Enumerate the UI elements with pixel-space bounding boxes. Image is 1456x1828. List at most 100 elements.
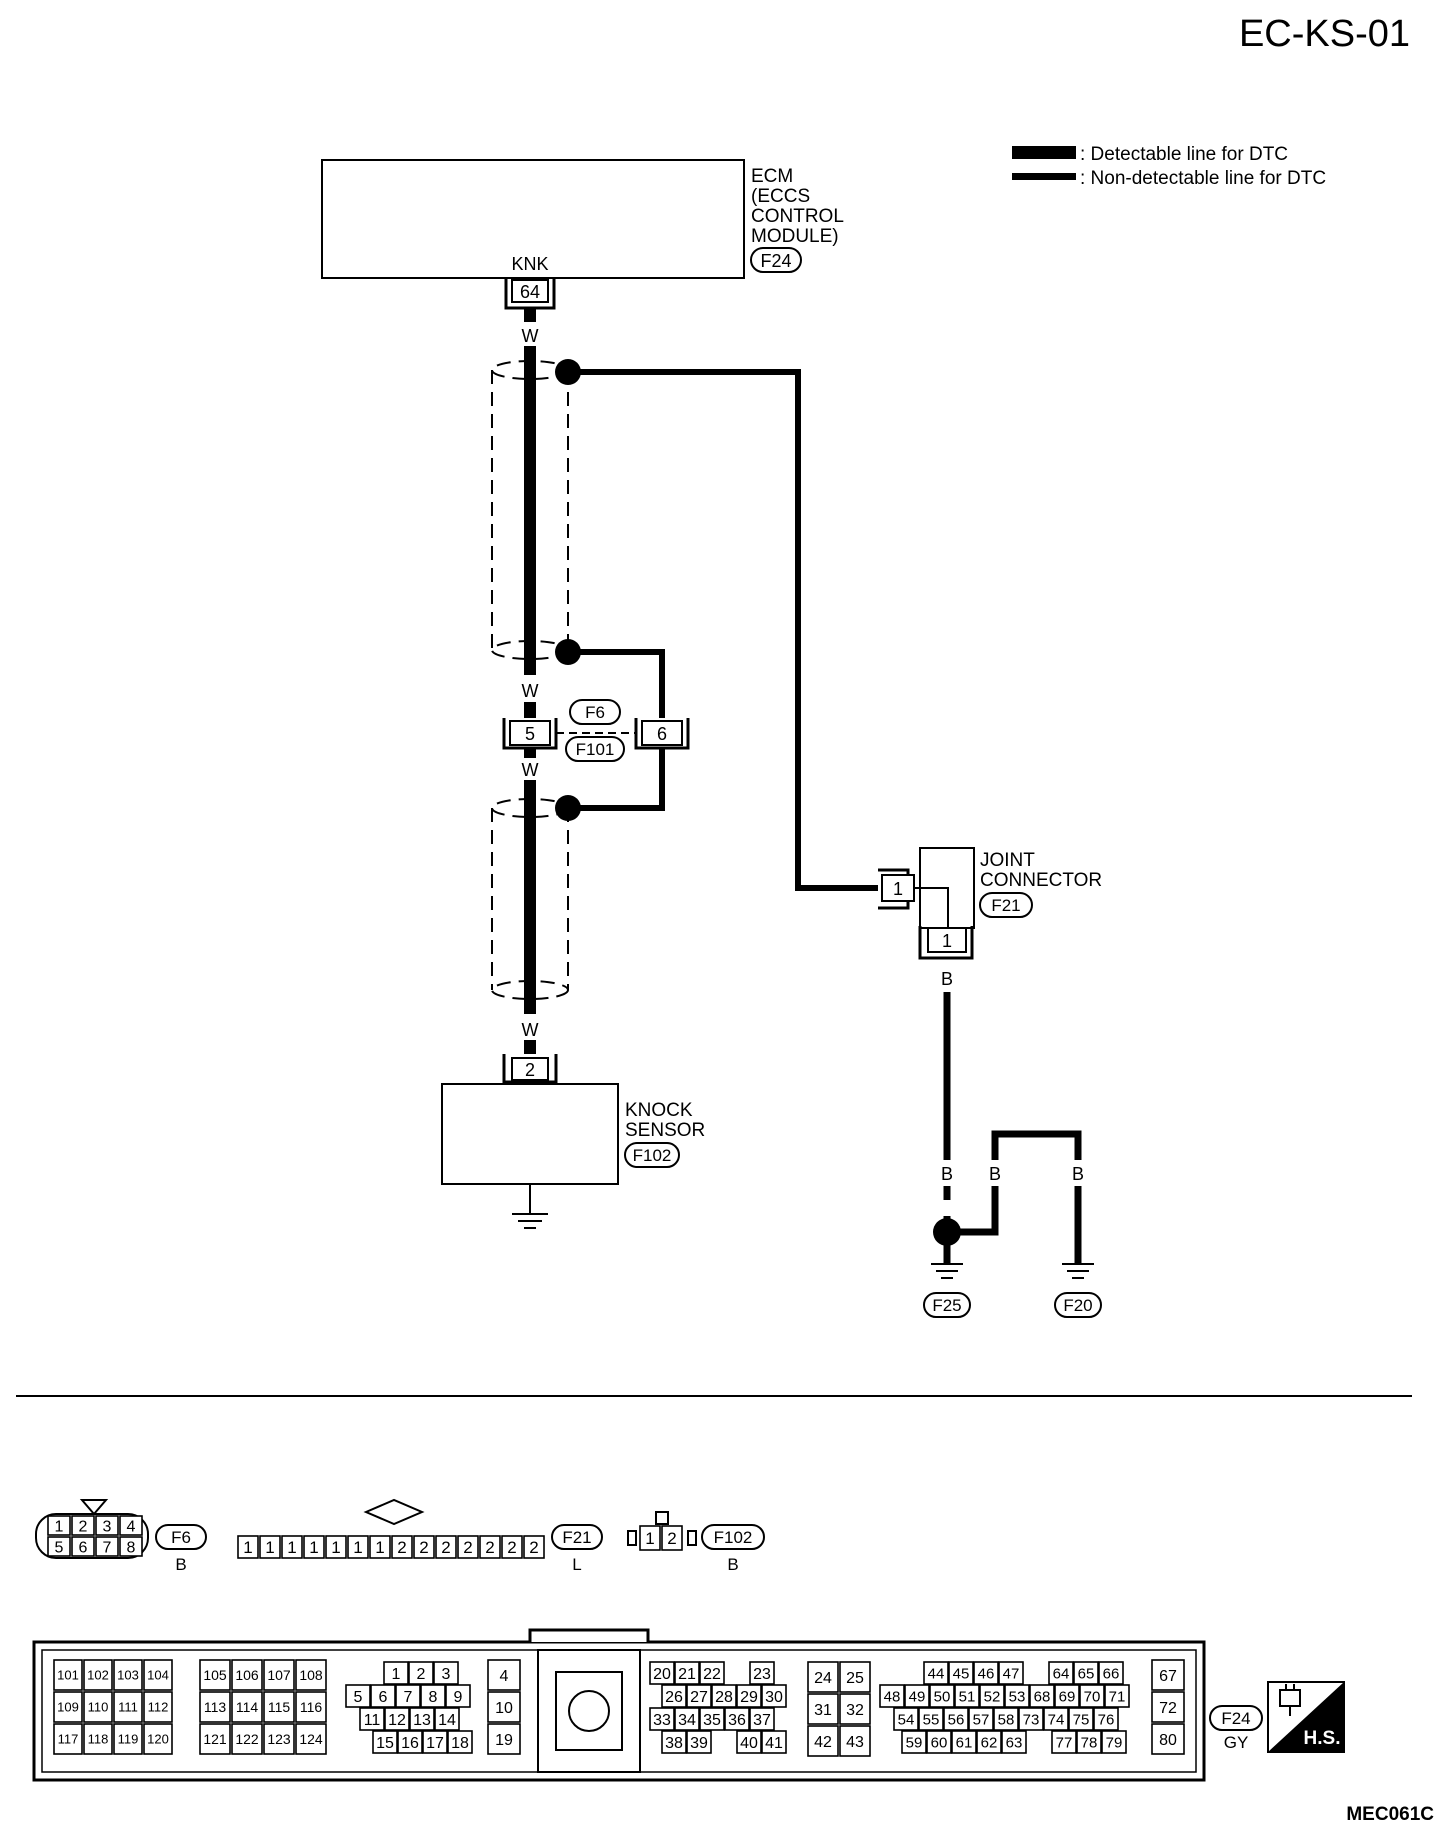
connector-pin-label: 57 [973,1711,990,1728]
knock-sensor: 2 KNOCK SENSOR F102 [441,1054,705,1229]
connector-pin-label: 4 [127,1518,136,1535]
wire-color-w-3: W [522,760,539,780]
connector-pin-label: 3 [103,1518,112,1535]
connector-pin-label: 122 [235,1731,259,1747]
connector-pin-label: 110 [88,1700,109,1715]
connector-pin-label: 60 [931,1734,948,1751]
connector-pin: 122 [231,1723,263,1755]
connector-pin: 47 [998,1661,1024,1685]
connector-pin: 29 [736,1684,762,1708]
connector-pin-label: 115 [268,1699,291,1715]
f102-view-id: F102 [714,1528,753,1547]
connector-pin-label: 21 [678,1666,696,1683]
joint-connector: 1 1 JOINT CONNECTOR F21 [878,847,1102,960]
connector-pin-label: 42 [814,1734,832,1751]
connector-pin: 8 [119,1536,143,1557]
connector-pin-label: 103 [117,1668,139,1683]
connector-pin-label: 64 [1053,1665,1070,1682]
connector-pin: 64 [1048,1661,1074,1685]
connector-pin-label: 1 [265,1538,274,1557]
harness-side-symbol: H.S. [1267,1681,1345,1753]
connector-pin: 16 [397,1730,423,1754]
connector-pin-label: 116 [300,1699,323,1715]
connector-pin-label: 22 [703,1666,721,1683]
connector-pin: 54 [893,1707,919,1731]
connector-pin: 40 [736,1730,762,1754]
connector-pin-label: 4 [500,1668,509,1685]
wrench-icon [1279,1684,1301,1716]
connector-pin-label: 2 [667,1529,676,1548]
connector-pin: 55 [918,1707,944,1731]
connector-pin: 5 [47,1536,71,1557]
connector-pin-label: 2 [79,1518,88,1535]
connector-pin-label: 32 [846,1702,864,1719]
connector-pin-label: 73 [1023,1711,1040,1728]
connector-pin-label: 2 [397,1538,406,1557]
connector-pin: 116 [295,1691,327,1723]
ground-f25: F25 [932,1296,961,1315]
knock-sensor-pin-2: 2 [525,1060,535,1080]
connector-pin: 2 [391,1535,413,1559]
wire-color-b-2: B [941,1164,953,1184]
connector-pin-label: 118 [88,1732,109,1747]
connector-pin-label: 20 [653,1666,671,1683]
connector-pin: 1 [47,1515,71,1536]
connector-pin: 77 [1051,1730,1077,1754]
connector-pin: 43 [839,1725,871,1757]
connector-pin: 24 [807,1661,839,1693]
connector-pin: 71 [1104,1684,1130,1708]
connector-pin: 2 [408,1661,434,1685]
connector-pin-label: 44 [928,1665,945,1682]
connector-pin-label: 51 [959,1688,976,1705]
connector-pin: 107 [263,1659,295,1691]
connector-pin-label: 114 [236,1699,259,1715]
connector-pin-label: 40 [740,1735,758,1752]
connector-pin: 65 [1073,1661,1099,1685]
connector-pin: 6 [71,1536,95,1557]
connector-pin-label: 80 [1159,1732,1177,1749]
connector-pin-label: 54 [898,1711,915,1728]
joint-label-1: JOINT [980,850,1035,871]
connector-pin: 2 [457,1535,479,1559]
connector-pin-label: 3 [442,1666,451,1683]
f102-view-color: B [727,1555,738,1574]
connector-pin: 36 [724,1707,750,1731]
connector-pin-label: 105 [203,1667,227,1683]
shield-drain-wires [578,369,878,891]
connector-pin: 52 [979,1684,1005,1708]
connector-pin: 4 [487,1659,521,1691]
wire-color-b-1: B [941,969,953,989]
connector-pin-label: 58 [998,1711,1015,1728]
connector-pin-label: 124 [299,1731,323,1747]
connector-pin-label: 7 [404,1689,413,1706]
legend: : Detectable line for DTC : Non-detectab… [1012,144,1326,189]
connector-pin: 3 [95,1515,119,1536]
connector-pin: 119 [113,1723,143,1755]
connector-pin: 67 [1151,1659,1185,1691]
connector-pin: 5 [345,1684,371,1708]
connector-pin-label: 2 [507,1538,516,1557]
connector-pin: 7 [95,1536,119,1557]
connector-pin: 1 [303,1535,325,1559]
connector-pin-label: 33 [653,1712,671,1729]
connector-pin: 109 [53,1691,83,1723]
connector-pin-label: 15 [376,1735,394,1752]
connector-pin: 69 [1054,1684,1080,1708]
connector-pin-label: 18 [451,1735,469,1752]
connector-pin: 34 [674,1707,700,1731]
connector-pin: 56 [943,1707,969,1731]
connector-pin-label: 52 [984,1688,1001,1705]
wire-color-w-2: W [522,681,539,701]
connector-pin-label: 29 [740,1689,758,1706]
connector-pin-label: 28 [715,1689,733,1706]
connector-pin: 110 [83,1691,113,1723]
connector-pin: 27 [686,1684,712,1708]
connector-pin-label: 1 [392,1666,401,1683]
connector-pin: 1 [259,1535,281,1559]
connector-pin-label: 102 [87,1668,109,1683]
connector-pin: 59 [901,1730,927,1754]
connector-pin-label: 1 [645,1529,654,1548]
connector-pin: 74 [1043,1707,1069,1731]
